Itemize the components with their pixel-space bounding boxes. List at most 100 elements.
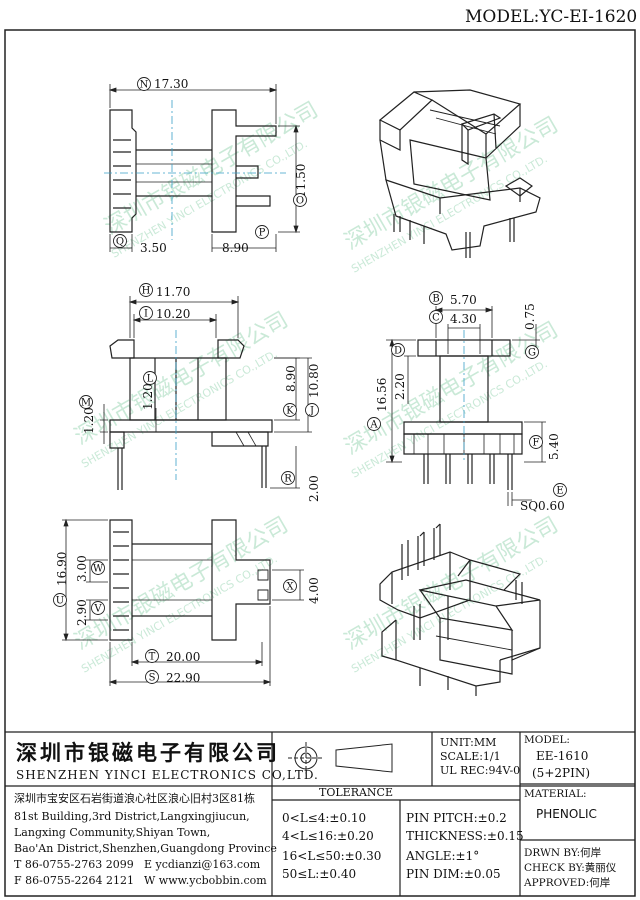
model-title: MODEL:YC-EI-1620: [465, 7, 637, 27]
svg-text:B: B: [432, 294, 439, 305]
svg-text:X: X: [286, 582, 294, 593]
isometric-view-top: [378, 89, 541, 258]
material-value: PHENOLIC: [536, 807, 597, 821]
svg-text:W: W: [93, 564, 104, 575]
company-name-en: SHENZHEN YINCI ELECTRONICS CO,LTD.: [16, 768, 319, 782]
svg-text:D: D: [394, 346, 402, 357]
svg-text:I: I: [144, 309, 148, 320]
address-line: Bao'An District,Shenzhen,Guangdong Provi…: [14, 842, 277, 855]
svg-text:16.90: 16.90: [55, 552, 69, 586]
outer-frame: [4, 29, 636, 897]
tolerance-row: THICKNESS:±0.15: [406, 829, 524, 843]
front-view-dim-labels: H 11.70 I 10.20 L 1.20 M 1.20 K 8.90 J 1…: [79, 283, 321, 502]
svg-text:4.00: 4.00: [307, 577, 321, 604]
svg-text:SQ0.60: SQ0.60: [520, 499, 565, 513]
svg-text:3.00: 3.00: [75, 555, 89, 582]
svg-text:M: M: [81, 398, 91, 409]
website: W www.ycbobbin.com: [144, 874, 267, 887]
svg-text:V: V: [93, 604, 102, 615]
svg-text:C: C: [432, 313, 440, 324]
svg-text:22.90: 22.90: [166, 671, 200, 685]
tolerance-row: 50≤L:±0.40: [282, 867, 356, 881]
isometric-view-bottom: [379, 523, 541, 696]
tolerance-row: PIN DIM:±0.05: [406, 867, 501, 881]
bottom-view-dims: [62, 518, 304, 686]
unit-label: UNIT:MM: [440, 736, 496, 749]
svg-text:J: J: [309, 406, 314, 417]
svg-text:10.20: 10.20: [156, 307, 190, 321]
svg-text:T: T: [149, 652, 156, 663]
svg-text:8.90: 8.90: [222, 241, 249, 255]
svg-text:A: A: [369, 420, 378, 431]
tel: T 86-0755-2763 2099: [14, 858, 134, 871]
svg-text:5.70: 5.70: [450, 293, 477, 307]
svg-text:17.30: 17.30: [154, 77, 188, 91]
fax: F 86-0755-2264 2121: [14, 874, 134, 887]
svg-text:4.30: 4.30: [450, 312, 477, 326]
svg-text:10.80: 10.80: [307, 364, 321, 398]
svg-text:G: G: [528, 348, 536, 359]
svg-text:U: U: [56, 596, 64, 607]
svg-text:N: N: [140, 80, 149, 91]
top-view: [104, 100, 286, 240]
checked-by: CHECK BY:黄丽仪: [524, 861, 617, 874]
svg-text:20.00: 20.00: [166, 650, 200, 664]
bottom-view-dim-labels: U 16.90 W 3.00 V 2.90 X 4.00 T 20.00 S 2…: [53, 552, 321, 685]
approved-by: APPROVED:何岸: [523, 876, 610, 889]
top-view-dim-labels: N 17.30 11.50 O Q 3.50 P 8.90: [113, 77, 308, 255]
address-line: 深圳市宝安区石岩街道浪心社区浪心旧村3区81栋: [14, 791, 255, 805]
title-block-content: 深圳市银磁电子有限公司 SHENZHEN YINCI ELECTRONICS C…: [14, 734, 617, 889]
model-pins: (5+2PIN): [532, 766, 590, 780]
watermark-cn: 深圳市银磁电子有限公司: [71, 513, 293, 656]
bottom-view: [109, 519, 271, 641]
svg-text:16.56: 16.56: [375, 378, 389, 412]
email: E ycdianzi@163.com: [144, 858, 261, 871]
projection-symbol-icon: [288, 742, 393, 774]
svg-text:E: E: [556, 486, 563, 497]
svg-text:R: R: [284, 474, 292, 485]
company-name-cn: 深圳市银磁电子有限公司: [16, 740, 280, 765]
svg-text:11.50: 11.50: [294, 164, 308, 198]
tolerance-row: 0<L≤4:±0.10: [282, 811, 366, 825]
svg-text:1.20: 1.20: [82, 407, 96, 434]
front-view: [109, 330, 273, 490]
svg-text:H: H: [142, 286, 151, 297]
svg-text:Q: Q: [116, 237, 124, 248]
tolerance-row: 16<L≤50:±0.30: [282, 849, 381, 863]
tolerance-row: ANGLE:±1°: [405, 849, 479, 863]
watermark-cn: 深圳市银磁电子有限公司: [341, 318, 563, 461]
tolerance-row: PIN PITCH:±0.2: [406, 811, 507, 825]
model-value: EE-1610: [536, 749, 588, 763]
drawn-by: DRWN BY:何岸: [524, 846, 601, 859]
svg-text:K: K: [286, 406, 294, 417]
svg-text:O: O: [296, 196, 304, 207]
svg-text:11.70: 11.70: [156, 285, 190, 299]
tolerance-row: 4<L≤16:±0.20: [282, 829, 374, 843]
svg-text:2.00: 2.00: [307, 475, 321, 502]
svg-text:S: S: [149, 673, 156, 684]
svg-text:F: F: [533, 438, 540, 449]
svg-text:8.90: 8.90: [284, 365, 298, 392]
svg-text:1.20: 1.20: [141, 383, 155, 410]
svg-text:0.75: 0.75: [523, 303, 537, 330]
tolerance-title: TOLERANCE: [319, 786, 393, 799]
address-line: 81st Building,3rd District,Langxingjiucu…: [14, 810, 250, 823]
model-label: MODEL:: [524, 734, 570, 746]
scale-label: SCALE:1/1: [440, 750, 501, 763]
top-view-dims: [108, 84, 300, 252]
title-block: [5, 731, 635, 896]
svg-text:L: L: [147, 374, 154, 385]
address-line: Langxing Community,Shiyan Town,: [14, 826, 210, 839]
svg-text:3.50: 3.50: [140, 241, 167, 255]
ul-label: UL REC:94V-0: [440, 764, 520, 777]
watermark-cn: 深圳市银磁电子有限公司: [341, 513, 563, 656]
material-label: MATERIAL:: [524, 788, 587, 800]
side-view-dim-labels: B 5.70 C 4.30 0.75 G D 2.20 A 16.56 F 5.…: [367, 291, 567, 513]
side-view: [403, 330, 523, 490]
svg-text:P: P: [259, 228, 266, 239]
svg-text:2.20: 2.20: [393, 373, 407, 400]
svg-text:2.90: 2.90: [75, 599, 89, 626]
svg-text:5.40: 5.40: [547, 433, 561, 460]
